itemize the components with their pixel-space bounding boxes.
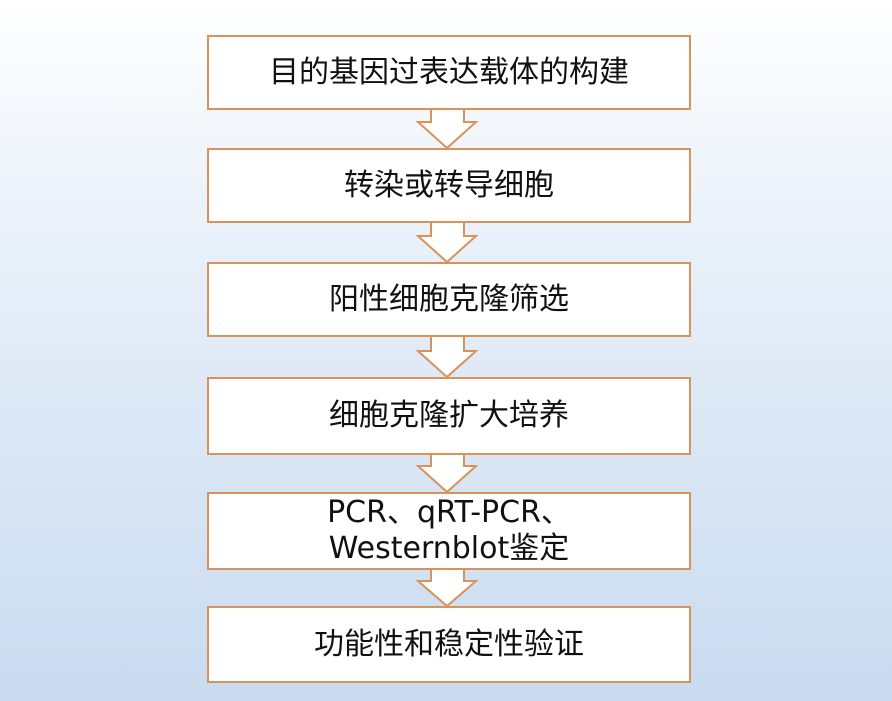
arrow-down-icon <box>415 221 479 264</box>
step-label: 目的基因过表达载体的构建 <box>269 54 629 90</box>
step-vector-construction: 目的基因过表达载体的构建 <box>207 35 691 110</box>
step-function-stability-validation: 功能性和稳定性验证 <box>207 606 691 683</box>
arrow-down-icon <box>415 453 479 494</box>
step-label: 功能性和稳定性验证 <box>314 626 584 662</box>
step-label: PCR、qRT-PCR、 Westernblot鉴定 <box>317 495 581 567</box>
step-label: 细胞克隆扩大培养 <box>329 398 569 433</box>
step-label-line: Westernblot鉴定 <box>328 531 570 566</box>
step-label: 阳性细胞克隆筛选 <box>329 281 569 317</box>
step-transfection: 转染或转导细胞 <box>207 148 691 223</box>
arrow-down-icon <box>415 568 479 608</box>
arrow-down-icon <box>415 335 479 379</box>
step-identification: PCR、qRT-PCR、 Westernblot鉴定 <box>207 492 691 570</box>
step-label-line: PCR、qRT-PCR、 <box>327 495 571 530</box>
step-positive-clone-screening: 阳性细胞克隆筛选 <box>207 262 691 337</box>
step-clone-expansion: 细胞克隆扩大培养 <box>207 377 691 455</box>
arrow-down-icon <box>415 108 479 150</box>
step-label: 转染或转导细胞 <box>344 167 554 203</box>
